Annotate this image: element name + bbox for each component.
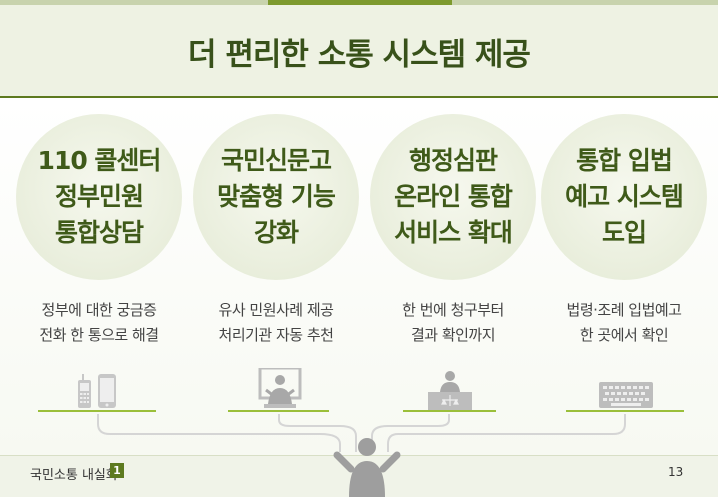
connector-lines: [97, 414, 626, 452]
feature-circle-text: 행정심판 온라인 통합 서비스 확대: [394, 146, 513, 247]
monitor-user-icon: [248, 368, 312, 410]
feature-circle-text: 국민신문고 맞춤형 기능 강화: [217, 146, 336, 247]
top-accent-bar: [268, 0, 452, 5]
feature-circle-4: 통합 입법 예고 시스템 도입: [541, 114, 707, 280]
phone-icon: [68, 368, 128, 410]
judge-icon: [420, 368, 480, 410]
feature-circle-text: 통합 입법 예고 시스템 도입: [565, 146, 684, 247]
feature-description-3: 한 번에 청구부터 결과 확인까지: [402, 301, 504, 344]
feature-circle-1: 110 콜센터 정부민원 통합상담: [16, 114, 182, 280]
footer-badge: 1: [110, 463, 124, 478]
icon-underline-2: [228, 410, 329, 412]
feature-circle-2: 국민신문고 맞춤형 기능 강화: [193, 114, 359, 280]
page-number: 13: [668, 465, 684, 479]
feature-circle-3: 행정심판 온라인 통합 서비스 확대: [370, 114, 536, 280]
keyboard-icon: [594, 368, 658, 410]
page-title: 더 편리한 소통 시스템 제공: [188, 37, 531, 73]
feature-description-4: 법령·조례 입법예고 한 곳에서 확인: [566, 301, 682, 344]
icon-underline-3: [403, 410, 496, 412]
feature-description-2: 유사 민원사례 제공 처리기관 자동 추천: [218, 301, 334, 344]
feature-circle-text: 110 콜센터 정부민원 통합상담: [37, 146, 162, 247]
icon-underline-1: [38, 410, 156, 412]
feature-description-1: 정부에 대한 궁금증 전화 한 통으로 해결: [39, 301, 159, 344]
header: 더 편리한 소통 시스템 제공: [0, 5, 718, 98]
icon-underline-4: [566, 410, 684, 412]
person-icon: [333, 438, 401, 497]
footer-label: 국민소통 내실화: [30, 468, 118, 483]
